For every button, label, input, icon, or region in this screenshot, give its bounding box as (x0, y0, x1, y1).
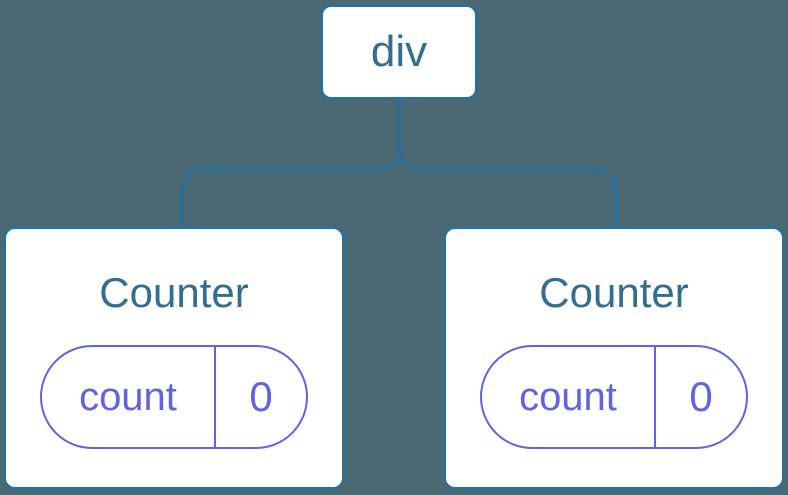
component-name-label: Counter (539, 269, 689, 316)
component-name-label: Counter (99, 269, 249, 316)
tree-node-counter-1: Counter count 0 (3, 226, 345, 490)
state-value-label: 0 (249, 373, 273, 421)
connector-left-branch (180, 99, 402, 226)
state-value-label: 0 (689, 373, 713, 421)
tree-node-counter-2: Counter count 0 (443, 226, 785, 490)
root-node-label: div (370, 27, 428, 76)
state-pill: count 0 (480, 345, 748, 450)
state-key-label: count (482, 347, 656, 448)
tree-node-div: div (320, 4, 478, 100)
connector-right-branch (397, 99, 618, 226)
state-key-label: count (42, 347, 216, 448)
state-pill: count 0 (40, 345, 308, 450)
